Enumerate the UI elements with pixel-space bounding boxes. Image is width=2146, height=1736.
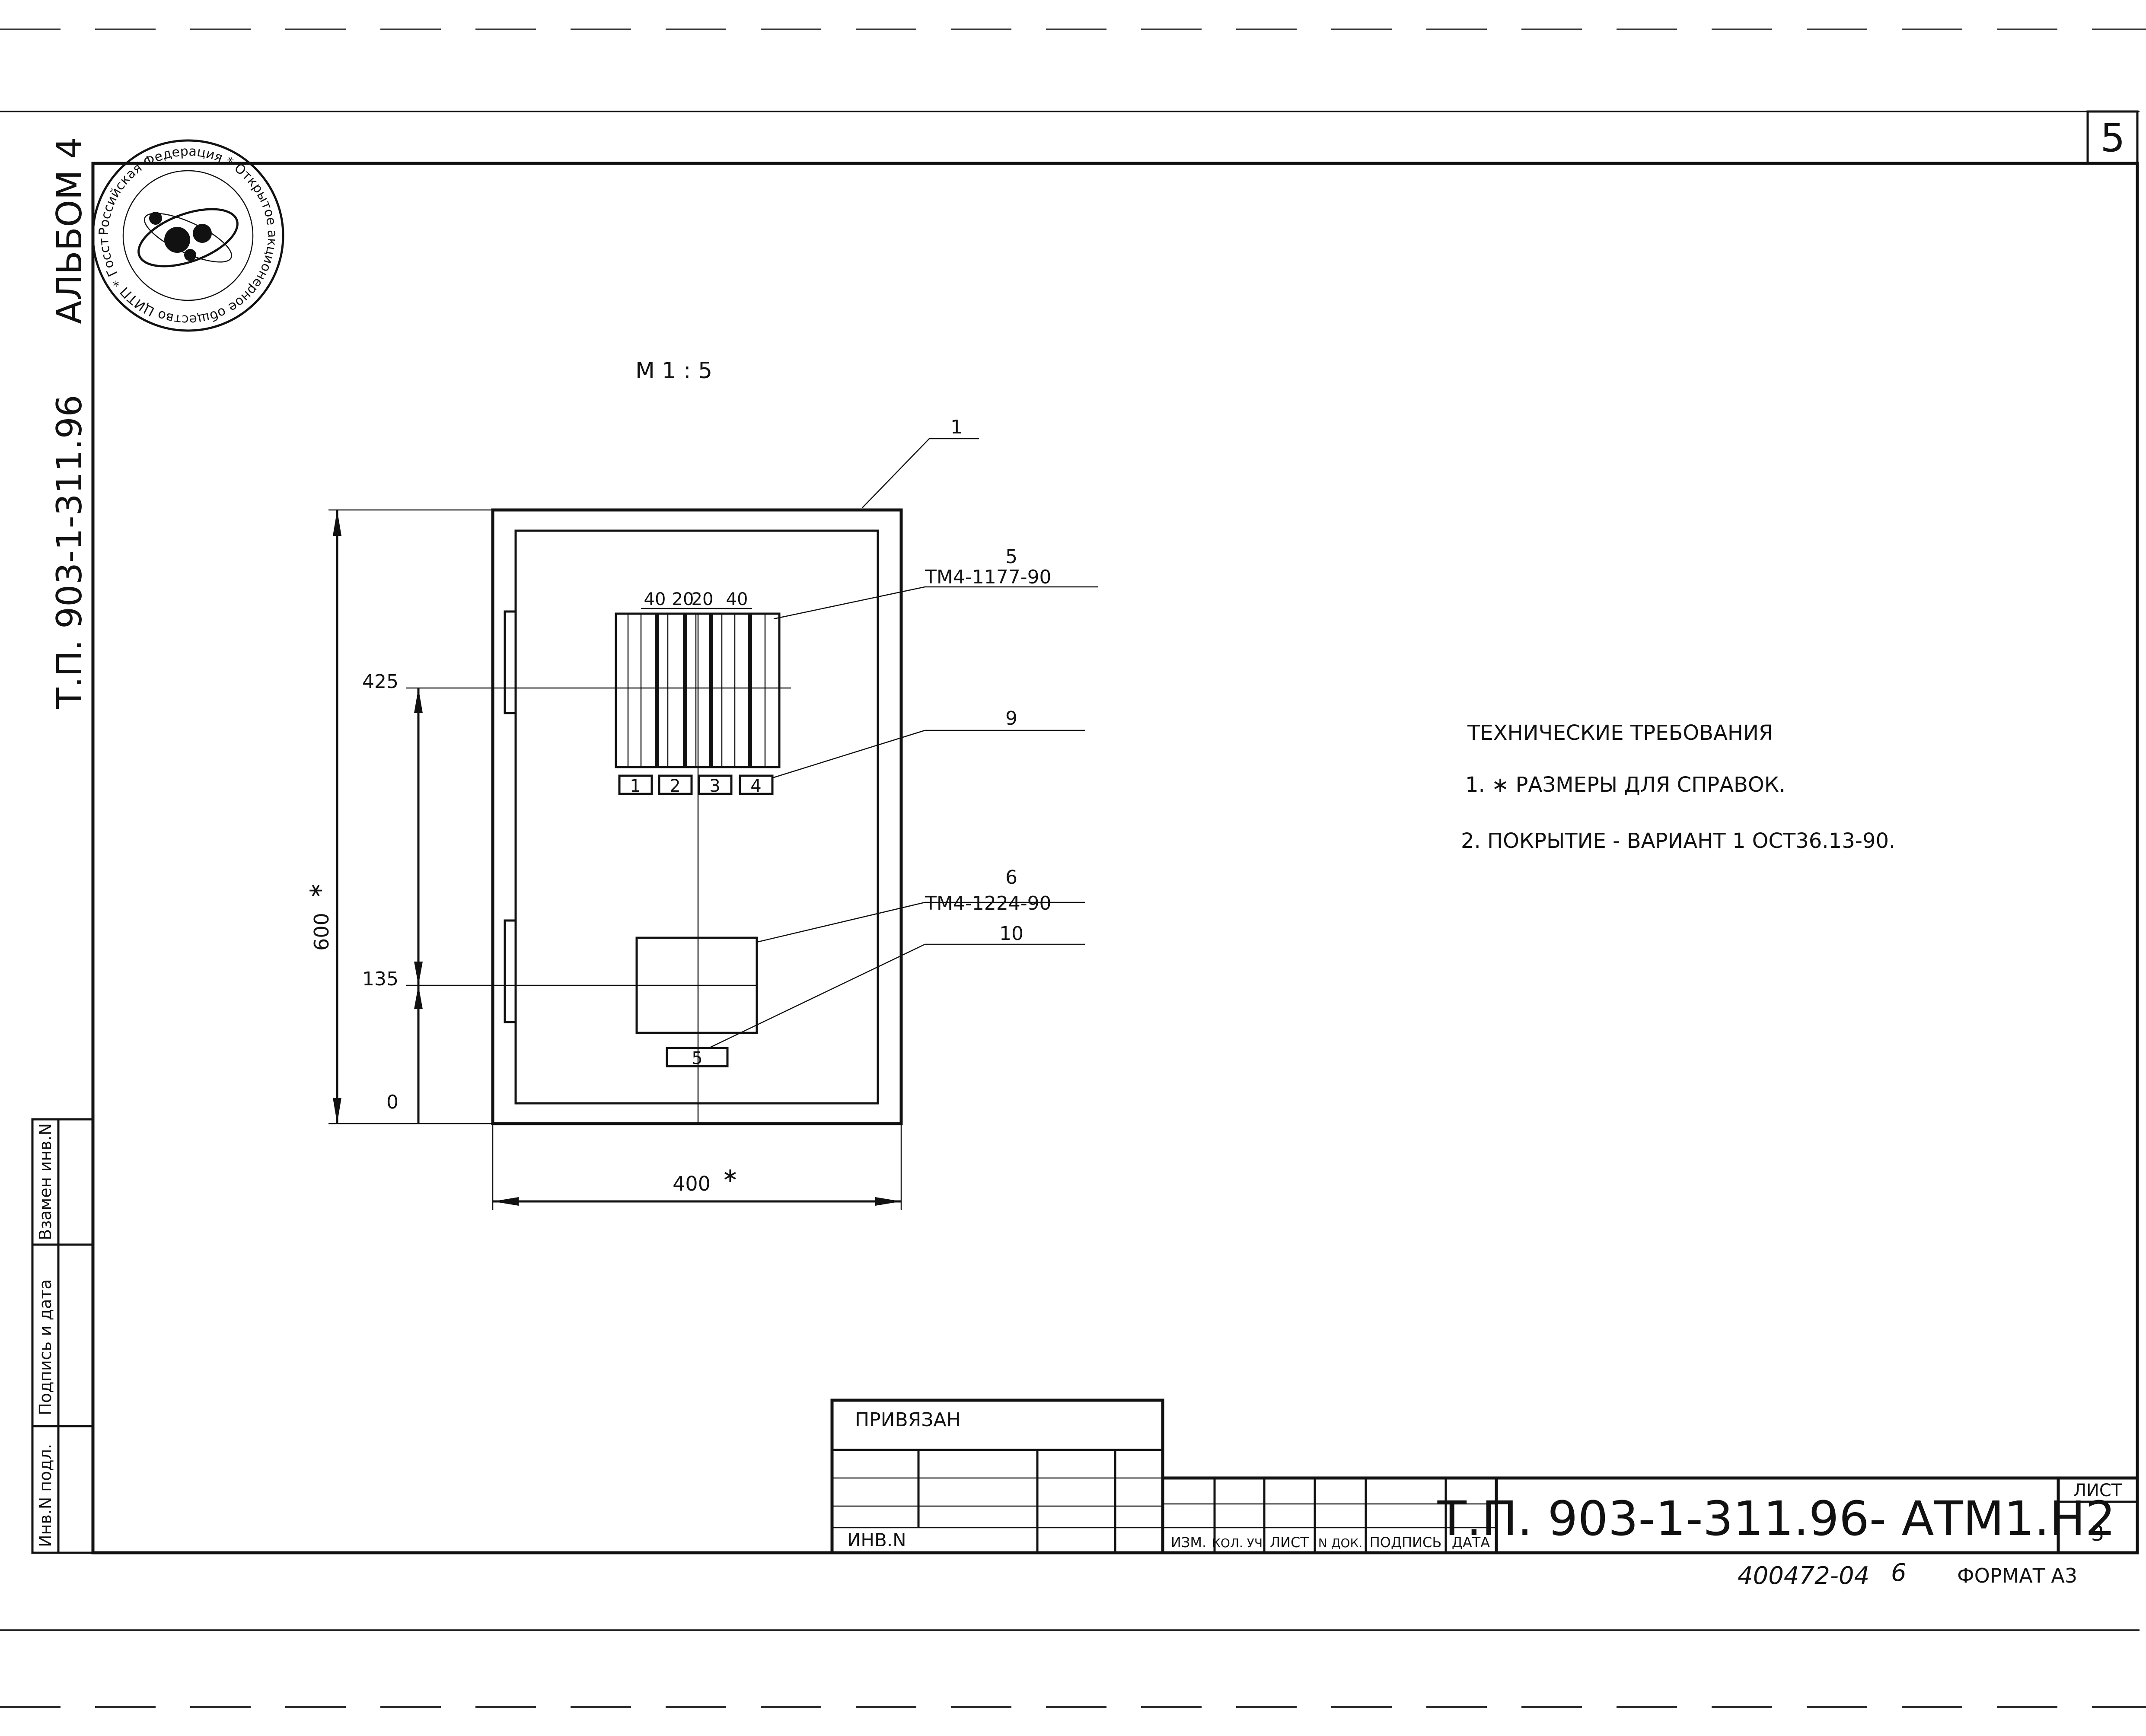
spacing-40b: 40 xyxy=(726,589,748,609)
width-dim-text: 400 xyxy=(673,1172,711,1195)
cabinet-drawing: 40 20 20 40 1 2 3 4 5 xyxy=(303,416,1098,1210)
dim-135: 135 xyxy=(362,968,399,990)
leader-6-ref: ТМ4-1224-90 xyxy=(925,892,1052,914)
handwritten-code: 400472-04 xyxy=(1738,1562,1869,1590)
col-podpis: ПОДПИСЬ xyxy=(1370,1534,1442,1551)
drawing-frame xyxy=(91,162,2139,1554)
terminal-label-4: 4 xyxy=(750,776,761,796)
atom-emblem-icon xyxy=(137,208,239,268)
tech-req-item-2: 2. ПОКРЫТИЕ - ВАРИАНТ 1 ОСТ36.13-90. xyxy=(1461,829,1895,853)
spacing-40a: 40 xyxy=(644,589,666,609)
col-n-dok: N ДОК. xyxy=(1318,1536,1363,1550)
designation: Т.П. 903-1-311.96- АТМ1.Н2 xyxy=(1437,1491,2116,1546)
side-stamp-box xyxy=(31,1118,94,1554)
height-dimension: 600 ∗ xyxy=(303,510,341,1124)
col-izm: ИЗМ. xyxy=(1171,1534,1206,1551)
hinge-upper xyxy=(504,610,517,714)
sign-date-label: Подпись и дата xyxy=(36,1279,55,1415)
sheet-marker-box xyxy=(2086,110,2139,165)
sheet-marker-text: 5 xyxy=(2100,115,2125,161)
height-dim-star: ∗ xyxy=(303,882,327,899)
tech-req-title: ТЕХНИЧЕСКИЕ ТРЕБОВАНИЯ xyxy=(1467,721,1773,745)
inv-original-label: Инв.N подл. xyxy=(36,1444,55,1547)
leader-9: 9 xyxy=(1005,707,1017,729)
leader-10: 10 xyxy=(999,923,1024,945)
terminal-label-2: 2 xyxy=(670,776,680,796)
handwritten-num: 6 xyxy=(1891,1559,1907,1587)
sheet-label: ЛИСТ xyxy=(2073,1481,2122,1500)
cabinet-outer xyxy=(491,508,903,1125)
width-dimension: 400 ∗ xyxy=(492,1124,902,1210)
level-dimension xyxy=(414,688,423,1124)
hinge-lower xyxy=(504,919,517,1023)
tech-requirements: ТЕХНИЧЕСКИЕ ТРЕБОВАНИЯ 1. ∗ РАЗМЕРЫ ДЛЯ … xyxy=(1461,721,1895,853)
seal-inner-ring xyxy=(122,170,254,301)
terminal-block xyxy=(615,612,781,768)
bound-block: ПРИВЯЗАН ИНВ.N xyxy=(830,1398,1164,1554)
dim-425: 425 xyxy=(362,671,399,693)
lower-label: 5 xyxy=(692,1048,702,1068)
leader-lines: 1 5 ТМ4-1177-90 9 6 ТМ4-1224-90 10 xyxy=(708,416,1098,1049)
replaces-inv-label: Взамен инв.N xyxy=(36,1123,55,1240)
project-side-label: Т.П. 903-1-311.96 xyxy=(49,395,89,709)
side-stamp: Взамен инв.N Подпись и дата Инв.N подл. xyxy=(31,1118,94,1554)
leader-5-ref: ТМ4-1177-90 xyxy=(925,566,1052,588)
bound-title: ПРИВЯЗАН xyxy=(855,1409,961,1431)
spacing-20a: 20 xyxy=(672,589,694,609)
col-data: ДАТА xyxy=(1452,1534,1490,1551)
col-list: ЛИСТ xyxy=(1270,1534,1309,1551)
bound-inv-label: ИНВ.N xyxy=(847,1529,906,1551)
spacing-20b: 20 xyxy=(692,589,714,609)
terminal-label-1: 1 xyxy=(630,776,641,796)
tech-req-item-1: 1. ∗ РАЗМЕРЫ ДЛЯ СПРАВОК. xyxy=(1465,773,1786,797)
width-dim-star: ∗ xyxy=(722,1163,739,1187)
title-block-frame xyxy=(1161,1476,2139,1554)
leader-5: 5 xyxy=(1005,546,1017,568)
terminal-spacing-dims: 40 20 20 40 xyxy=(641,589,752,609)
leader-1: 1 xyxy=(950,416,963,438)
company-seal: Российская Федерация * Открытое акционер… xyxy=(0,0,284,332)
sheet-number: 3 xyxy=(2091,1522,2105,1546)
terminal-label-3: 3 xyxy=(709,776,720,796)
col-kol-uch: КОЛ. УЧ. xyxy=(1212,1536,1266,1550)
format-label: ФОРМАТ А3 xyxy=(1957,1564,2077,1587)
seal-outer-ring xyxy=(92,139,284,332)
lower-label-box xyxy=(666,1047,729,1067)
sheet-marker: 5 xyxy=(2086,110,2139,165)
height-dim-text: 600 xyxy=(310,913,333,951)
album-label: АЛЬБОМ 4 xyxy=(49,137,89,324)
title-block: ИЗМ. КОЛ. УЧ. ЛИСТ N ДОК. ПОДПИСЬ ДАТА Т… xyxy=(1161,1476,2139,1554)
leader-6: 6 xyxy=(1005,866,1017,889)
terminal-number-boxes: 1 2 3 4 xyxy=(618,774,774,796)
cabinet-inner-panel xyxy=(514,529,879,1105)
scale-label: М 1 : 5 xyxy=(635,358,712,384)
dim-0: 0 xyxy=(386,1091,399,1113)
